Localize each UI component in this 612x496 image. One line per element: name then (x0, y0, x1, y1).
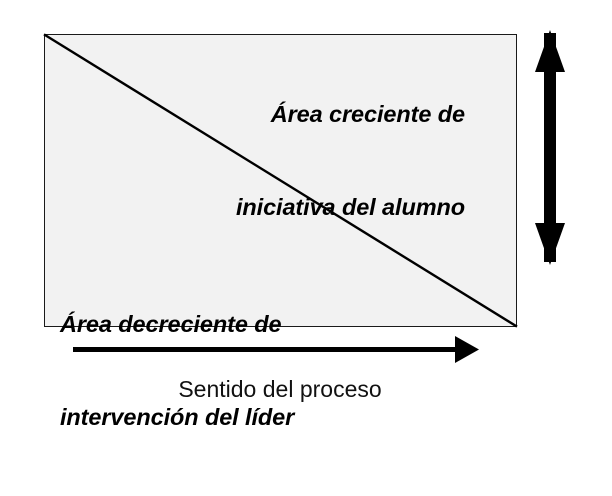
lower-area-label-line1: Área decreciente de (60, 310, 282, 337)
horizontal-arrow-head-right (455, 336, 479, 363)
process-direction-caption: Sentido del proceso (178, 376, 382, 402)
vertical-arrow-head-down (535, 223, 565, 265)
upper-area-label: Área creciente de iniciativa del alumno (110, 36, 465, 286)
upper-area-label-line1: Área creciente de (270, 100, 465, 127)
lower-area-label-line2: intervención del líder (60, 404, 295, 431)
vertical-arrow-shaft (544, 33, 556, 262)
upper-area-label-line2: iniciativa del alumno (235, 194, 465, 221)
vertical-double-arrow (535, 30, 565, 265)
lower-area-label: Área decreciente de intervención del líd… (60, 246, 420, 496)
vertical-arrow-head-up (535, 30, 565, 72)
diagram-root: Área creciente de iniciativa del alumno … (43, 30, 565, 430)
